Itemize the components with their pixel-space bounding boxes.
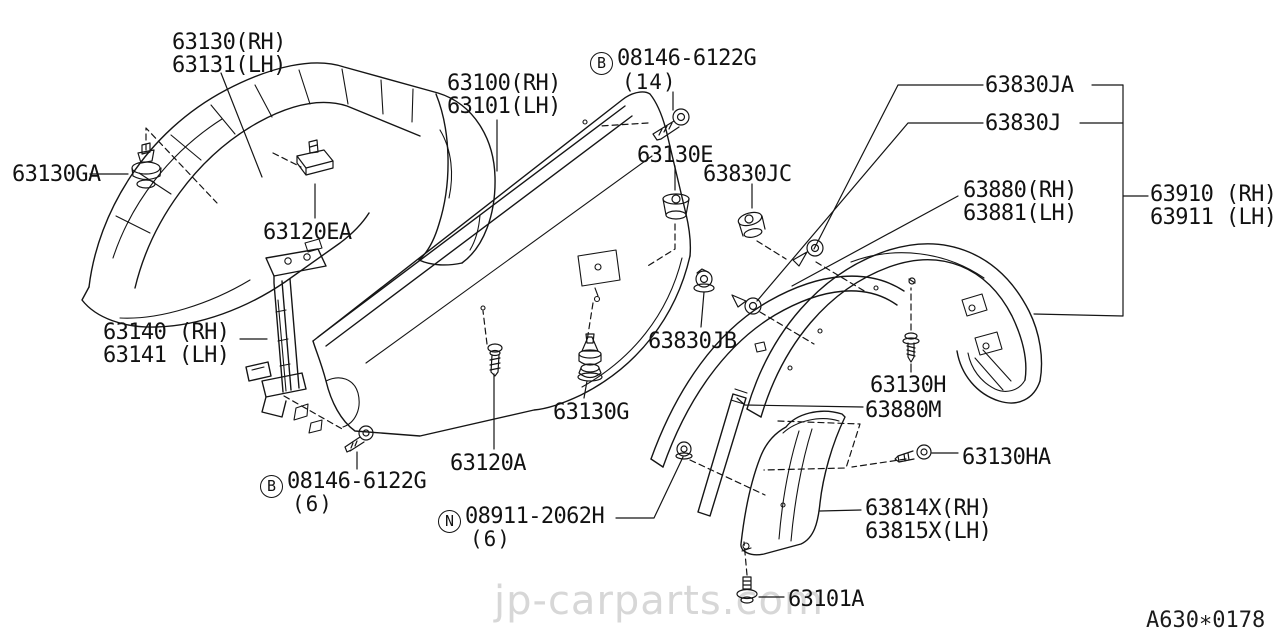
- leader-lines: [90, 73, 1148, 597]
- watermark: jp-carparts.com: [494, 578, 824, 624]
- label-clip-ja: 63830JA: [985, 73, 1074, 98]
- clip-63130ga-drawing: [132, 143, 161, 188]
- label-stay-lh: 63141 (LH): [103, 343, 230, 368]
- label-clip-ga: 63130GA: [12, 162, 101, 187]
- label-stay: 63140 (RH) 63141 (LH): [103, 320, 230, 368]
- clip-63830ja-drawing: [793, 240, 823, 266]
- label-protector-rh: 63880(RH): [963, 178, 1077, 203]
- label-screw-ha: 63130HA: [962, 445, 1051, 470]
- label-mudguard-rh: 63814X(RH): [865, 496, 992, 521]
- mudguard-drawing: [741, 411, 845, 555]
- label-bolt-b-bottom-code: 08146-6122G: [287, 469, 427, 494]
- fasteners: [132, 109, 931, 603]
- fender-drawing: [294, 92, 690, 436]
- label-clip-g: 63130G: [553, 400, 629, 425]
- label-clip-jc: 63830JC: [703, 162, 792, 187]
- label-flare-lh: 63911 (LH): [1150, 205, 1277, 230]
- label-nut-ea: 63120EA: [263, 220, 352, 245]
- label-liner-rh: 63130(RH): [172, 30, 286, 55]
- label-bolt-b-top-qty: (14): [622, 70, 677, 94]
- label-protector: 63880(RH) 63881(LH): [963, 179, 1077, 225]
- stay-bracket-drawing: [246, 249, 326, 417]
- label-screw-h: 63130H: [870, 373, 946, 398]
- protector-strip-drawing: [698, 389, 747, 516]
- label-flare: 63910 (RH) 63911 (LH): [1150, 182, 1277, 230]
- dashed-lines: [146, 123, 911, 575]
- grommet-63830jc-drawing: [737, 210, 765, 239]
- nut-08911-drawing: [676, 442, 692, 459]
- fender-liner-drawing: [82, 63, 495, 327]
- nut-63830jb-drawing: [694, 269, 714, 292]
- screw-63130ha-drawing: [895, 445, 931, 462]
- bolt-08146-top-drawing: [653, 109, 689, 140]
- bolt-08146-bottom-drawing: [345, 426, 373, 452]
- label-flare-rh: 63910 (RH): [1150, 182, 1277, 207]
- nut-symbol-icon: N: [438, 510, 461, 533]
- label-fender: 63100(RH) 63101(LH): [447, 72, 561, 118]
- grommet-63130e-drawing: [663, 194, 689, 219]
- label-fender-rh: 63100(RH): [447, 71, 561, 96]
- nut-63120ea-drawing: [297, 140, 333, 175]
- label-stay-rh: 63140 (RH): [103, 320, 230, 345]
- label-bolt-b-top-code: 08146-6122G: [617, 46, 757, 71]
- bolt-symbol-icon: B: [590, 52, 613, 75]
- label-clip-j: 63830J: [985, 111, 1061, 136]
- label-nut-n-code: 08911-2062H: [465, 504, 605, 529]
- label-mudguard: 63814X(RH) 63815X(LH): [865, 496, 992, 544]
- screw-63120a-drawing: [488, 344, 502, 376]
- label-bolt-b-bottom-qty: (6): [292, 492, 333, 516]
- label-nut-jb: 63830JB: [648, 329, 737, 354]
- bolt-63101a-drawing: [737, 577, 757, 603]
- arch-protector-drawing: [651, 276, 904, 467]
- label-protector-lh: 63881(LH): [963, 201, 1077, 226]
- label-strip-m: 63880M: [865, 398, 941, 423]
- clip-63130g-drawing: [578, 334, 602, 381]
- bolt-symbol-icon: B: [260, 475, 283, 498]
- label-screw-a: 63120A: [450, 451, 526, 476]
- label-fender-lh: 63101(LH): [447, 94, 561, 119]
- label-grommet-e: 63130E: [637, 143, 713, 168]
- label-liner: 63130(RH) 63131(LH): [172, 31, 286, 77]
- screw-63130h-drawing: [903, 278, 919, 362]
- fender-flare-drawing: [747, 244, 1042, 417]
- liner-ribs: [116, 69, 413, 233]
- label-mudguard-lh: 63815X(LH): [865, 519, 992, 544]
- label-bolt-a: 63101A: [788, 587, 864, 612]
- doc-number: A630∗0178: [1146, 608, 1266, 633]
- label-liner-lh: 63131(LH): [172, 53, 286, 78]
- clip-63830j-drawing: [732, 295, 761, 314]
- label-nut-n-qty: (6): [470, 527, 511, 551]
